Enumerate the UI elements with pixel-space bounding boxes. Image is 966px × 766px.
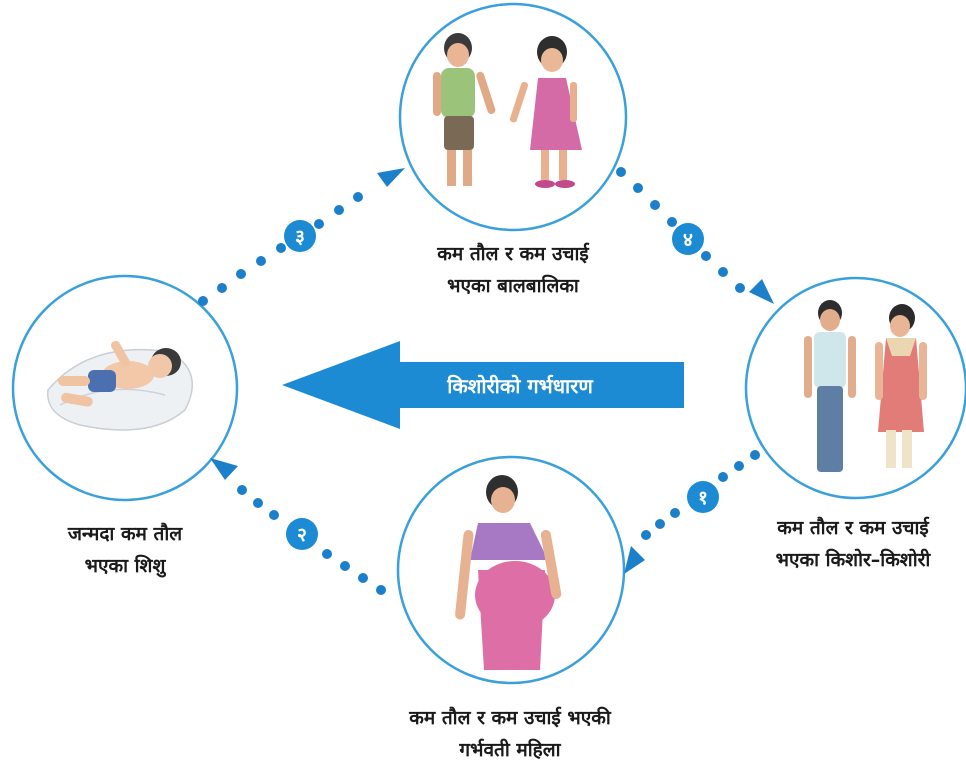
caption-pregnant-woman-line-1: कम तौल र कम उचाई भएकी <box>409 707 611 729</box>
caption-children: कम तौल र कम उचाई भएका बालबालिका <box>388 238 638 302</box>
pregnant-woman-illustration <box>455 475 562 670</box>
center-arrow-label: किशोरीको गर्भधारण <box>446 374 594 398</box>
connector-adolescents-to-woman <box>624 450 760 574</box>
connector-children-to-adolescents <box>616 167 774 304</box>
arrowhead-to-adolescents <box>749 279 774 304</box>
caption-adolescents-line-1: कम तौल र कम उचाई <box>777 517 929 539</box>
caption-infant-line-2: भएका शिशु <box>84 555 166 577</box>
step-badge-1: १ <box>687 481 719 513</box>
step-badge-2: २ <box>286 518 318 550</box>
step-badge-3-label: ३ <box>295 226 305 248</box>
step-badge-4-label: ४ <box>683 229 693 251</box>
children-illustration <box>433 33 582 188</box>
arrowhead-to-children <box>377 168 405 187</box>
caption-pregnant-woman: कम तौल र कम उचाई भएकी गर्भवती महिला <box>360 702 660 766</box>
infant-illustration <box>47 340 193 431</box>
step-badge-3: ३ <box>284 220 316 252</box>
arrowhead-to-woman <box>624 546 645 574</box>
arrowhead-to-infant <box>210 458 238 480</box>
adolescents-illustration <box>804 300 927 472</box>
step-badge-2-label: २ <box>297 524 307 546</box>
caption-children-line-1: कम तौल र कम उचाई <box>437 243 589 265</box>
caption-adolescents-line-2: भएका किशोर–किशोरी <box>775 549 931 571</box>
step-badge-1-label: १ <box>698 487 708 509</box>
connector-infant-to-children <box>198 168 405 306</box>
step-badge-4: ४ <box>672 223 704 255</box>
caption-infant: जन्मदा कम तौल भएका शिशु <box>10 518 240 582</box>
caption-pregnant-woman-line-2: गर्भवती महिला <box>459 739 561 761</box>
caption-adolescents: कम तौल र कम उचाई भएका किशोर–किशोरी <box>742 512 964 576</box>
caption-infant-line-1: जन्मदा कम तौल <box>67 523 183 545</box>
connector-woman-to-infant <box>210 458 386 595</box>
center-arrow: किशोरीको गर्भधारण <box>282 341 684 429</box>
caption-children-line-2: भएका बालबालिका <box>447 275 579 297</box>
